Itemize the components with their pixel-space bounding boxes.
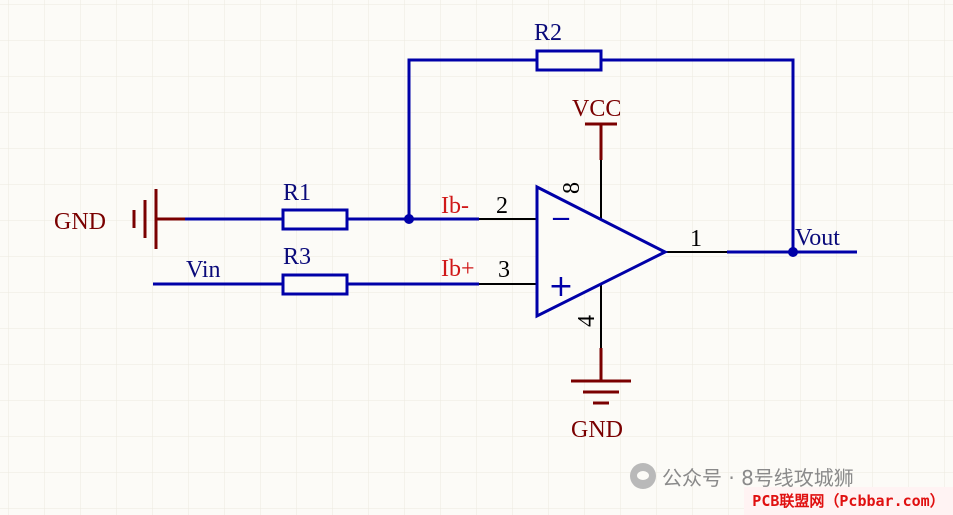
opamp-plus-sign: + <box>548 269 573 304</box>
label-pin4: 4 <box>574 315 600 327</box>
watermark: 公众号 · 8号线攻城狮 <box>630 462 854 490</box>
wire-feedback-left <box>407 58 537 219</box>
label-pin1: 1 <box>690 226 702 252</box>
label-r3: R3 <box>283 244 311 270</box>
opamp-triangle <box>535 184 669 319</box>
label-pin2: 2 <box>496 193 508 219</box>
junction-output-node <box>788 247 798 257</box>
label-pin3: 3 <box>498 257 510 283</box>
resistor-r3 <box>281 273 349 296</box>
pin-leads <box>479 160 727 348</box>
wechat-icon <box>630 463 656 489</box>
site-watermark: PCB联盟网（Pcbbar.com） <box>744 487 953 515</box>
wires <box>153 58 857 286</box>
resistor-r1 <box>281 208 349 231</box>
watermark-text: 公众号 · 8号线攻城狮 <box>662 465 854 490</box>
resistor-r2 <box>535 49 603 72</box>
label-vcc: VCC <box>572 96 621 122</box>
wire-feedback-right <box>601 58 795 252</box>
power-symbols <box>132 122 631 405</box>
label-vin: Vin <box>186 257 221 283</box>
label-r2: R2 <box>534 20 562 46</box>
label-gnd-left: GND <box>54 209 106 235</box>
opamp-minus-sign: − <box>550 204 572 234</box>
label-gnd-bottom: GND <box>571 417 623 443</box>
label-ib-plus: Ib+ <box>441 256 475 282</box>
label-r1: R1 <box>283 180 311 206</box>
label-ib-minus: Ib- <box>441 193 469 219</box>
label-pin8: 8 <box>559 182 585 194</box>
junction-inverting-node <box>404 214 414 224</box>
label-vout: Vout <box>795 225 840 251</box>
